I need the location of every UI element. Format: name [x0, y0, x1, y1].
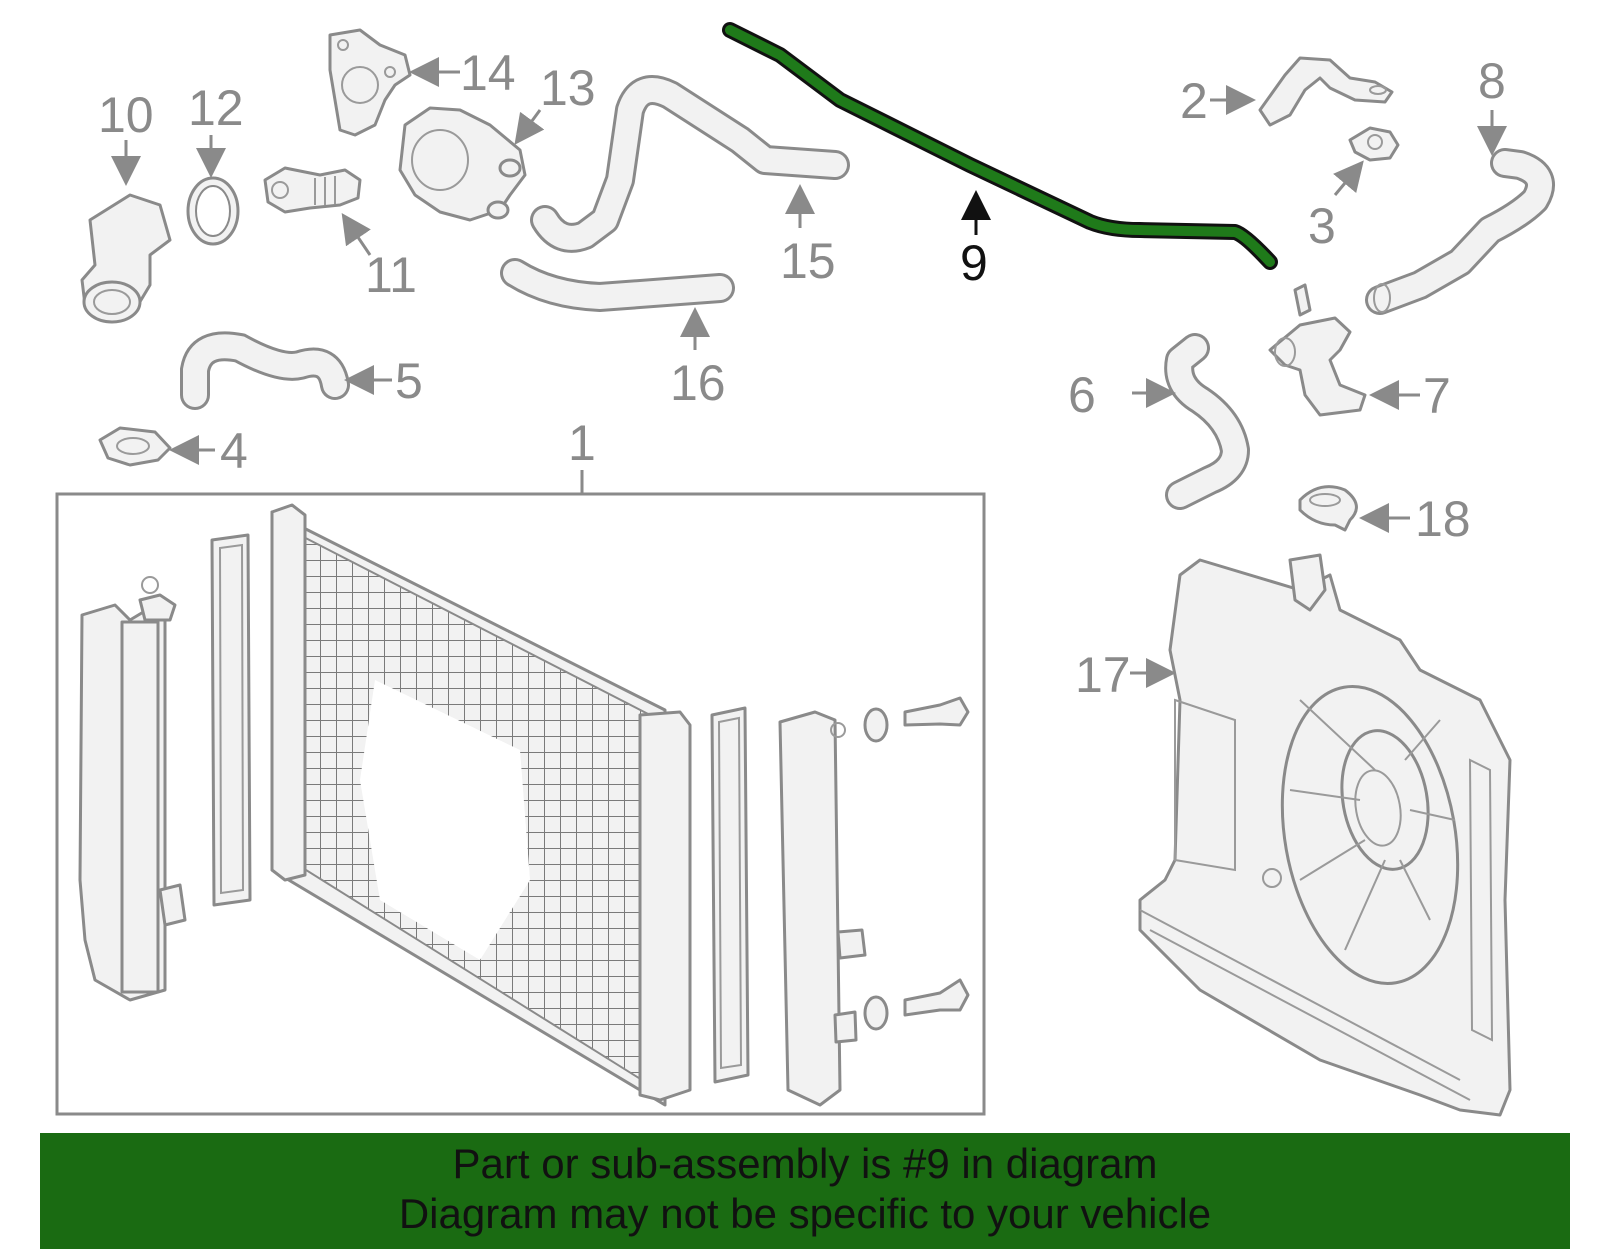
callout-11: 11 — [365, 247, 417, 303]
part-12-gasket[interactable] — [186, 176, 240, 246]
part-4-cap[interactable] — [98, 426, 172, 467]
callout-12: 12 — [188, 80, 244, 136]
part-17-fan-shroud[interactable] — [1138, 553, 1512, 1117]
callout-6: 6 — [1068, 367, 1096, 423]
callout-9: 9 — [960, 235, 988, 291]
callout-13: 13 — [540, 60, 596, 116]
part-15-hose[interactable] — [530, 75, 850, 253]
part-18-reservoir-cap[interactable] — [1298, 485, 1358, 532]
callout-3: 3 — [1308, 198, 1336, 254]
part-6-hose[interactable] — [1164, 333, 1250, 510]
callout-1: 1 — [568, 415, 596, 471]
part-5-hose[interactable] — [180, 331, 350, 410]
info-banner: Part or sub-assembly is #9 in diagram Di… — [40, 1133, 1570, 1249]
callout-7: 7 — [1423, 368, 1451, 424]
banner-line-1: Part or sub-assembly is #9 in diagram — [452, 1140, 1158, 1187]
leader-3 — [1333, 160, 1364, 196]
banner-line-2: Diagram may not be specific to your vehi… — [398, 1190, 1212, 1237]
part-13-water-inlet[interactable] — [398, 106, 527, 222]
callout-5: 5 — [395, 353, 423, 409]
callout-17: 17 — [1075, 647, 1131, 703]
callout-14: 14 — [460, 45, 516, 101]
part-11-thermostat[interactable] — [263, 166, 362, 214]
part-8-hose[interactable] — [1365, 148, 1555, 315]
callout-2: 2 — [1180, 73, 1208, 129]
part-2-bracket[interactable] — [1258, 56, 1394, 127]
part-16-hose[interactable] — [500, 258, 735, 313]
callout-16: 16 — [670, 355, 726, 411]
callout-18: 18 — [1415, 491, 1471, 547]
part-9-hose[interactable] — [722, 22, 1278, 270]
part-14-gasket-plate[interactable] — [328, 28, 412, 137]
part-7-connector[interactable] — [1268, 283, 1367, 417]
part-3-clip[interactable] — [1348, 126, 1400, 162]
callout-8: 8 — [1478, 53, 1506, 109]
leader-11 — [341, 213, 372, 256]
part-1-radiator-assembly[interactable] — [55, 492, 986, 1116]
callout-15: 15 — [780, 233, 836, 289]
part-10-water-outlet[interactable] — [80, 193, 172, 324]
leader-13 — [514, 109, 545, 145]
callout-4: 4 — [220, 423, 248, 479]
callout-10: 10 — [98, 87, 154, 143]
